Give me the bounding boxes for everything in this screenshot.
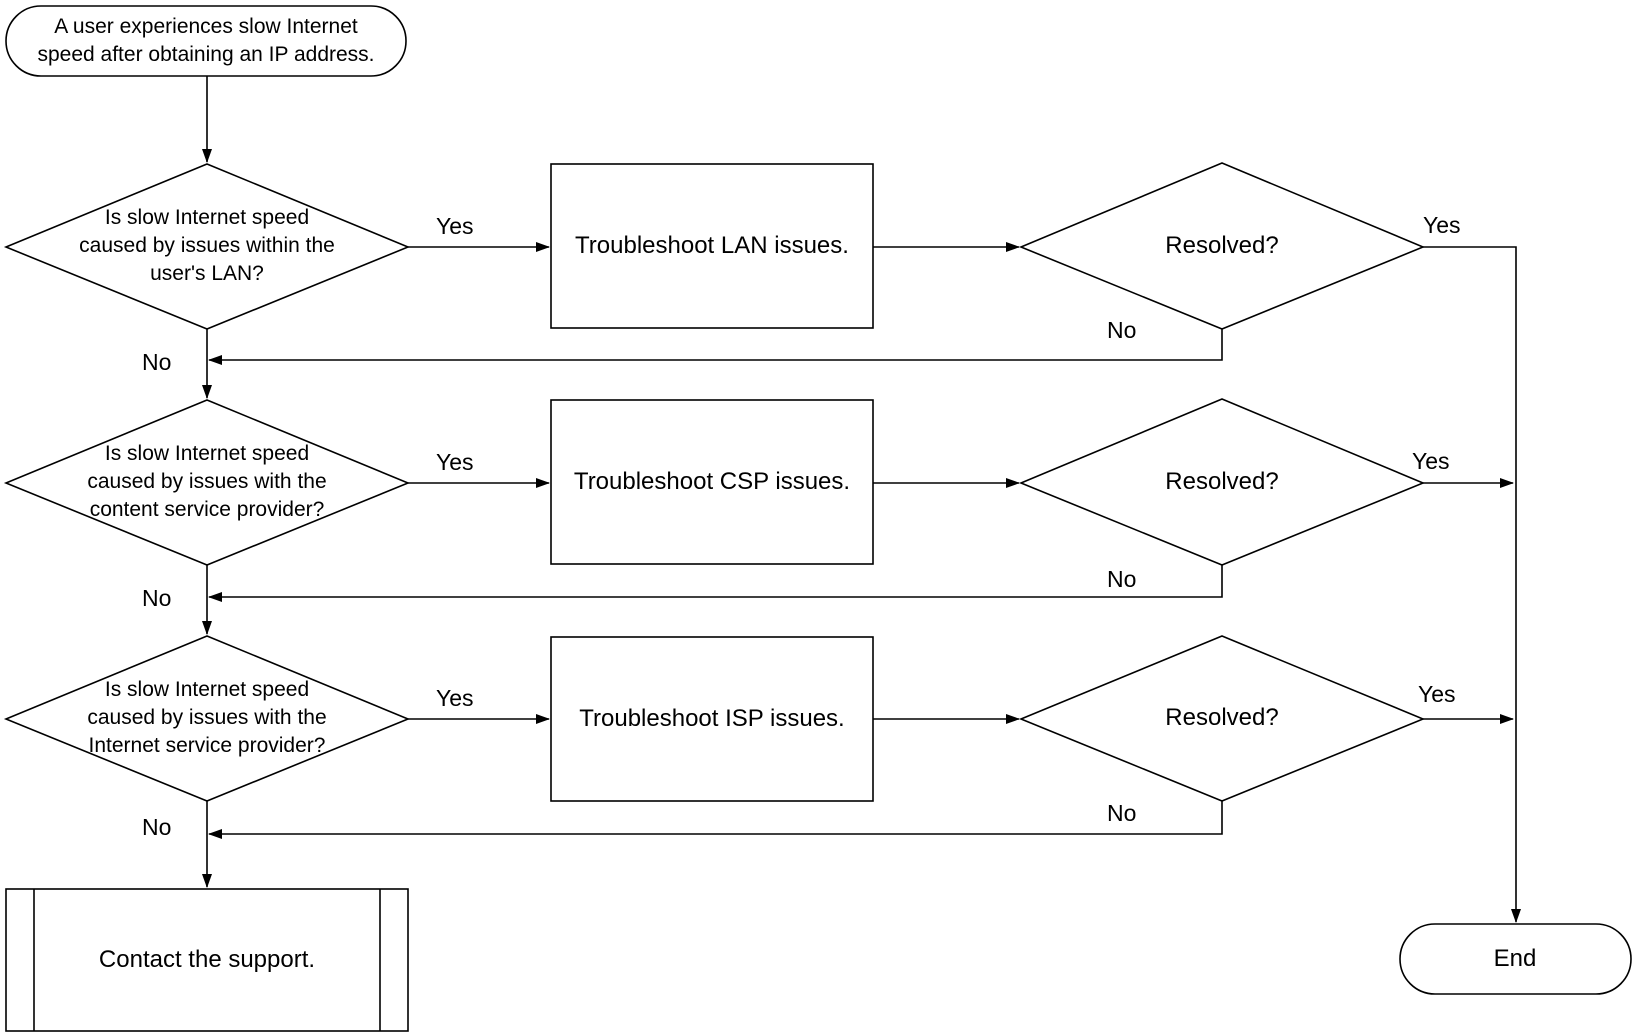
- edge-label-resolved-3-yes: Yes: [1418, 681, 1456, 707]
- decision-csp: Is slow Internet speed caused by issues …: [3, 399, 411, 566]
- edge-label-resolved-1-yes: Yes: [1423, 212, 1461, 238]
- decision-isp: Is slow Internet speed caused by issues …: [3, 635, 411, 802]
- contact-support-box: Contact the support.: [5, 888, 409, 1032]
- edge-label-resolved-1-no: No: [1107, 317, 1136, 343]
- process-csp: Troubleshoot CSP issues.: [550, 399, 874, 565]
- resolved-1-label: Resolved?: [1165, 232, 1278, 259]
- decision-lan-line-1: Is slow Internet speed: [105, 206, 309, 229]
- start-terminator: A user experiences slow Internet speed a…: [5, 5, 407, 77]
- decision-isp-line-1: Is slow Internet speed: [105, 678, 309, 701]
- edge-label-decision-3-yes: Yes: [436, 685, 474, 711]
- edge-label-decision-1-no: No: [142, 349, 171, 375]
- edge-label-resolved-2-no: No: [1107, 566, 1136, 592]
- start-text-line-2: speed after obtaining an IP address.: [37, 43, 374, 66]
- end-label: End: [1494, 945, 1537, 972]
- connector-resolved-2-no: [208, 565, 1223, 602]
- edge-label-decision-2-no: No: [142, 585, 171, 611]
- resolved-decision-3: Resolved?: [1018, 635, 1426, 802]
- edge-label-decision-3-no: No: [142, 814, 171, 840]
- connector-resolved-1-yes-to-end: [1423, 246, 1521, 923]
- process-isp: Troubleshoot ISP issues.: [550, 636, 874, 802]
- resolved-3-label: Resolved?: [1165, 704, 1278, 731]
- resolved-2-label: Resolved?: [1165, 468, 1278, 495]
- connector-resolved-1-no: [208, 329, 1223, 365]
- decision-isp-line-2: caused by issues with the: [87, 706, 326, 729]
- decision-lan: Is slow Internet speed caused by issues …: [3, 163, 411, 330]
- decision-lan-line-2: caused by issues within the: [79, 234, 335, 257]
- edge-label-decision-2-yes: Yes: [436, 449, 474, 475]
- start-text-line-1: A user experiences slow Internet: [54, 15, 358, 38]
- edge-label-decision-1-yes: Yes: [436, 213, 474, 239]
- decision-lan-line-3: user's LAN?: [150, 262, 264, 285]
- end-terminator: End: [1399, 923, 1632, 995]
- edge-label-resolved-2-yes: Yes: [1412, 448, 1450, 474]
- process-csp-label: Troubleshoot CSP issues.: [574, 468, 850, 495]
- contact-support-label: Contact the support.: [99, 946, 315, 973]
- resolved-decision-2: Resolved?: [1018, 398, 1426, 566]
- process-lan-label: Troubleshoot LAN issues.: [575, 232, 849, 259]
- decision-csp-line-1: Is slow Internet speed: [105, 442, 309, 465]
- decision-csp-line-2: caused by issues with the: [87, 470, 326, 493]
- connector-resolved-3-no: [208, 801, 1223, 839]
- process-isp-label: Troubleshoot ISP issues.: [579, 705, 844, 732]
- edge-label-resolved-3-no: No: [1107, 800, 1136, 826]
- resolved-decision-1: Resolved?: [1018, 162, 1426, 330]
- decision-isp-line-3: Internet service provider?: [89, 734, 326, 757]
- decision-csp-line-3: content service provider?: [90, 498, 325, 521]
- process-lan: Troubleshoot LAN issues.: [550, 163, 874, 329]
